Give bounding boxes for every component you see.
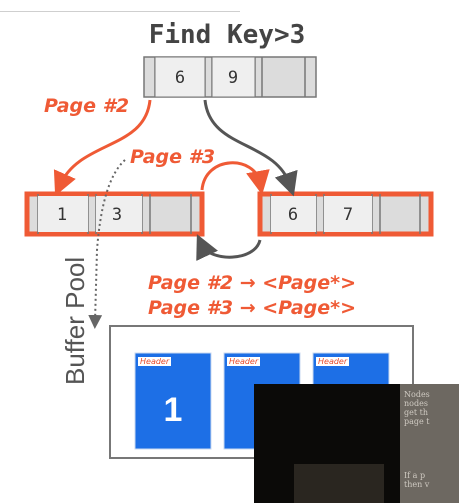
root-key-1: 9 — [228, 68, 238, 88]
frame-header-0: Header — [138, 357, 172, 366]
label-page-3: Page #3 — [130, 146, 216, 168]
leaf-right-key-0: 6 — [288, 205, 298, 225]
video-text-6: then v — [404, 480, 430, 489]
root-node: 6 9 — [143, 56, 317, 98]
leaf-node-left: 1 3 — [24, 191, 205, 237]
arrow-page3-to-buffer-pool — [88, 159, 126, 329]
video-text-1: nodes — [404, 399, 428, 408]
leaf-node-right: 6 7 — [257, 191, 434, 237]
label-page-2: Page #2 — [44, 95, 130, 117]
frame-header-1: Header — [227, 357, 261, 366]
video-overlay: Nodes nodes get th page t If a p then v — [254, 384, 459, 503]
frame-header-2: Header — [316, 357, 350, 366]
video-text-2: get th — [404, 408, 428, 417]
buffer-pool-label: Buffer Pool — [60, 256, 90, 385]
video-text-3: page t — [404, 417, 430, 426]
video-speaker-area — [294, 464, 384, 503]
mapping-page-2: Page #2 → <Page*> — [148, 272, 357, 294]
top-divider — [0, 11, 240, 12]
video-text-5: If a p — [404, 471, 426, 480]
leaf-right-key-1: 7 — [343, 205, 353, 225]
arrow-right-to-left-sibling — [196, 234, 262, 261]
frame-value-0: 1 — [163, 391, 183, 429]
video-text-0: Nodes — [404, 390, 430, 399]
buffer-frame-0 — [134, 352, 212, 450]
arrow-left-to-right-sibling — [200, 161, 270, 195]
leaf-left-key-1: 3 — [112, 205, 122, 225]
mapping-page-3: Page #3 → <Page*> — [148, 297, 357, 319]
root-key-0: 6 — [175, 68, 185, 88]
diagram-title: Find Key>3 — [148, 20, 306, 50]
video-slide-panel: Nodes nodes get th page t If a p then v — [400, 384, 459, 503]
leaf-left-key-0: 1 — [57, 205, 67, 225]
arrow-root-to-right-leaf — [203, 99, 298, 197]
arrow-root-to-left-leaf — [53, 99, 152, 196]
